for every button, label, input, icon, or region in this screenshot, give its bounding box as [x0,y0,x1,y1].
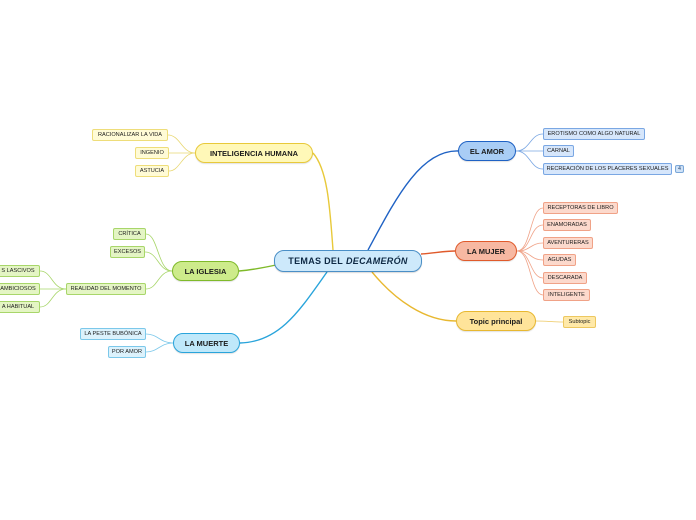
topic-principal[interactable]: Topic principal [456,311,536,331]
connector-sub [145,342,174,353]
subtopic-la-peste-bubonica[interactable]: LA PESTE BUBÓNICA [80,328,146,340]
subtopic-carnal[interactable]: CARNAL [543,145,574,157]
topic-el-amor[interactable]: EL AMOR [458,141,516,161]
connector-sub [145,333,174,344]
subtopic-astucia[interactable]: ASTUCIA [135,165,169,177]
connector-sub [516,224,544,252]
connector-amor [367,150,459,251]
subtopic-descarada[interactable]: DESCARADA [543,272,587,284]
connector-subsub [39,270,67,290]
subsubtopic-lascivos[interactable]: S LASCIVOS [0,265,40,277]
subtopic-excesos[interactable]: EXCESOS [110,246,145,258]
subtopic-receptoras-de-libro[interactable]: RECEPTORAS DE LIBRO [543,202,618,214]
subtopic-aventureras[interactable]: AVENTURERAS [543,237,593,249]
connector-sub [145,270,173,290]
connector-sub [535,320,564,323]
subtopic-erotismo-como-algo-natural[interactable]: EROTISMO COMO ALGO NATURAL [543,128,645,140]
connector-sub [516,242,544,252]
topic-la-muerte[interactable]: LA MUERTE [173,333,240,353]
subtopic-ingenio[interactable]: INGENIO [135,147,169,159]
connector-sub [515,150,544,170]
connector-subsub [39,288,67,308]
subtopic-racionalizar-la-vida[interactable]: RACIONALIZAR LA VIDA [92,129,168,141]
subtopic-placeholder[interactable]: Subtopic [563,316,596,328]
central-title: TEMAS DEL [288,256,343,266]
connector-principal [371,271,457,322]
subsubtopic-habitual[interactable]: A HABITUAL [0,301,40,313]
connector-sub [515,133,544,152]
connector-sub [144,251,173,272]
connector-sub [168,152,196,172]
central-topic[interactable]: TEMAS DEL DECAMERÓN [274,250,422,272]
subtopic-por-amor[interactable]: POR AMOR [108,346,146,358]
connector-iglesia [238,264,277,272]
connector-sub [516,250,544,296]
connector-sub [145,233,173,272]
subtopic-inteligente[interactable]: INTELIGENTE [543,289,590,301]
connector-inteligencia [312,152,334,251]
central-title-italic: DECAMERÓN [346,256,408,266]
subtopic-recreacion-placeres-sexuales[interactable]: RECREACIÓN DE LOS PLACERES SEXUALES [543,163,672,175]
connector-mujer [420,250,456,255]
subtopic-enamoradas[interactable]: ENAMORADAS [543,219,591,231]
subtopic-realidad-del-momento[interactable]: REALIDAD DEL MOMENTO [66,283,146,295]
connector-sub [167,134,196,154]
topic-la-iglesia[interactable]: LA IGLESIA [172,261,239,281]
connector-muerte [239,271,328,344]
subsubtopic-ambiciosos[interactable]: AMBICIOSOS [0,283,40,295]
collapsed-count-badge[interactable]: 4 [675,165,684,173]
subtopic-critica[interactable]: CRÍTICA [113,228,146,240]
subtopic-agudas[interactable]: AGUDAS [543,254,576,266]
topic-inteligencia-humana[interactable]: INTELIGENCIA HUMANA [195,143,313,163]
topic-la-mujer[interactable]: LA MUJER [455,241,517,261]
connector-sub [516,207,544,252]
